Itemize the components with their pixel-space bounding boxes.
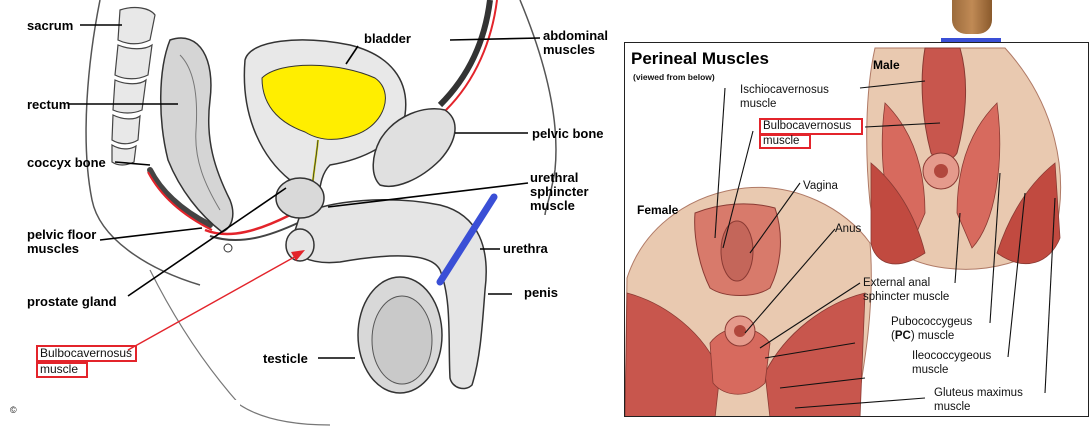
label-urethral-3: muscle [530,198,575,213]
bulb-shape [285,228,315,262]
body-outline-thigh [149,269,331,426]
label-bulbo-1: Bulbocavernosus [40,346,133,360]
label-testicle: testicle [263,351,308,366]
male-pelvis-diagram: sacrum rectum coccyx bone pelvic floor m… [10,0,609,428]
pelvis-illustration [68,0,557,426]
label-pelvic-bone: pelvic bone [532,126,604,141]
bulbo-right-box-1 [759,118,863,135]
label-rectum: rectum [27,97,71,112]
bulbo-box-1 [36,345,137,362]
panel-subtitle: (viewed from below) [633,72,715,82]
bulbo-arrow [127,254,299,351]
panel-title: Perineal Muscles [631,49,769,68]
stalk-top [952,0,992,34]
right-leader-lines [714,80,1056,409]
bulbo-box-2 [36,362,88,378]
label-ileo-2: muscle [912,364,949,376]
label-pelvic-floor-1: pelvic floor [27,227,97,242]
label-bulbo-right-1: Bulbocavernosus [763,120,852,132]
label-urethral-2: sphincter [530,184,589,199]
male-perineum [866,47,1062,270]
label-bulbo-right-2: muscle [763,135,800,147]
label-glut-1: Gluteus maximus [934,387,1023,399]
coccyx-red-outline [147,171,213,231]
label-ext-anal-2: sphincter muscle [863,291,950,303]
body-outline-front [519,0,557,216]
label-abdominal-2: muscles [543,42,596,57]
perineal-muscles-panel: Perineal Muscles (viewed from below) Mal… [624,42,1089,417]
label-pubo-2a: ( [891,330,895,342]
blue-marker [436,193,498,286]
penis-shape [291,199,487,390]
rectum-shape [160,37,234,233]
label-penis: penis [524,285,558,300]
label-ileo-1: Ileococcygeous [912,350,992,362]
label-urethral-1: urethral [530,170,579,185]
female-perineum [625,186,872,416]
anus-marker [223,243,233,253]
bulbo-right-box-2 [759,134,811,149]
label-pubo-2: (PC) muscle [891,330,954,343]
blue-bar-top [941,38,1001,44]
label-bulbo-2: muscle [40,362,79,376]
label-urethra: urethra [503,241,548,256]
label-vagina: Vagina [803,180,838,192]
label-pelvic-floor-2: muscles [27,241,80,256]
pelvic-floor-red [204,213,291,236]
leader-lines [68,24,541,359]
abdominal-muscle [437,0,493,108]
sacrum-bone [111,6,156,166]
label-ischio-1: Ischiocavernosus [740,84,829,96]
label-pubo-1: Pubococcygeus [891,316,973,328]
label-male: Male [873,58,900,72]
label-prostate: prostate gland [27,294,117,309]
label-female: Female [637,203,679,217]
bladder-fill [261,64,386,140]
prostate-shape [275,177,325,219]
label-bladder: bladder [364,31,411,46]
pelvic-bone-shape [372,108,456,187]
label-glut-2: muscle [934,401,971,413]
body-outline-back [85,0,201,286]
label-pubo-2c: ) muscle [910,330,955,342]
coccyx-shape [147,167,213,228]
label-ischio-2: muscle [740,98,777,110]
copyright-mark: © [10,405,17,415]
blank-overlay [18,400,240,428]
label-ext-anal-1: External anal [863,277,931,289]
label-sacrum: sacrum [27,18,74,33]
label-anus: Anus [835,223,862,235]
label-abdominal-1: abdominal [543,28,609,43]
label-pubo-2b: PC [894,330,911,342]
abdominal-red [445,0,498,111]
label-coccyx: coccyx bone [27,155,106,170]
perineal-illustration [625,47,1062,416]
